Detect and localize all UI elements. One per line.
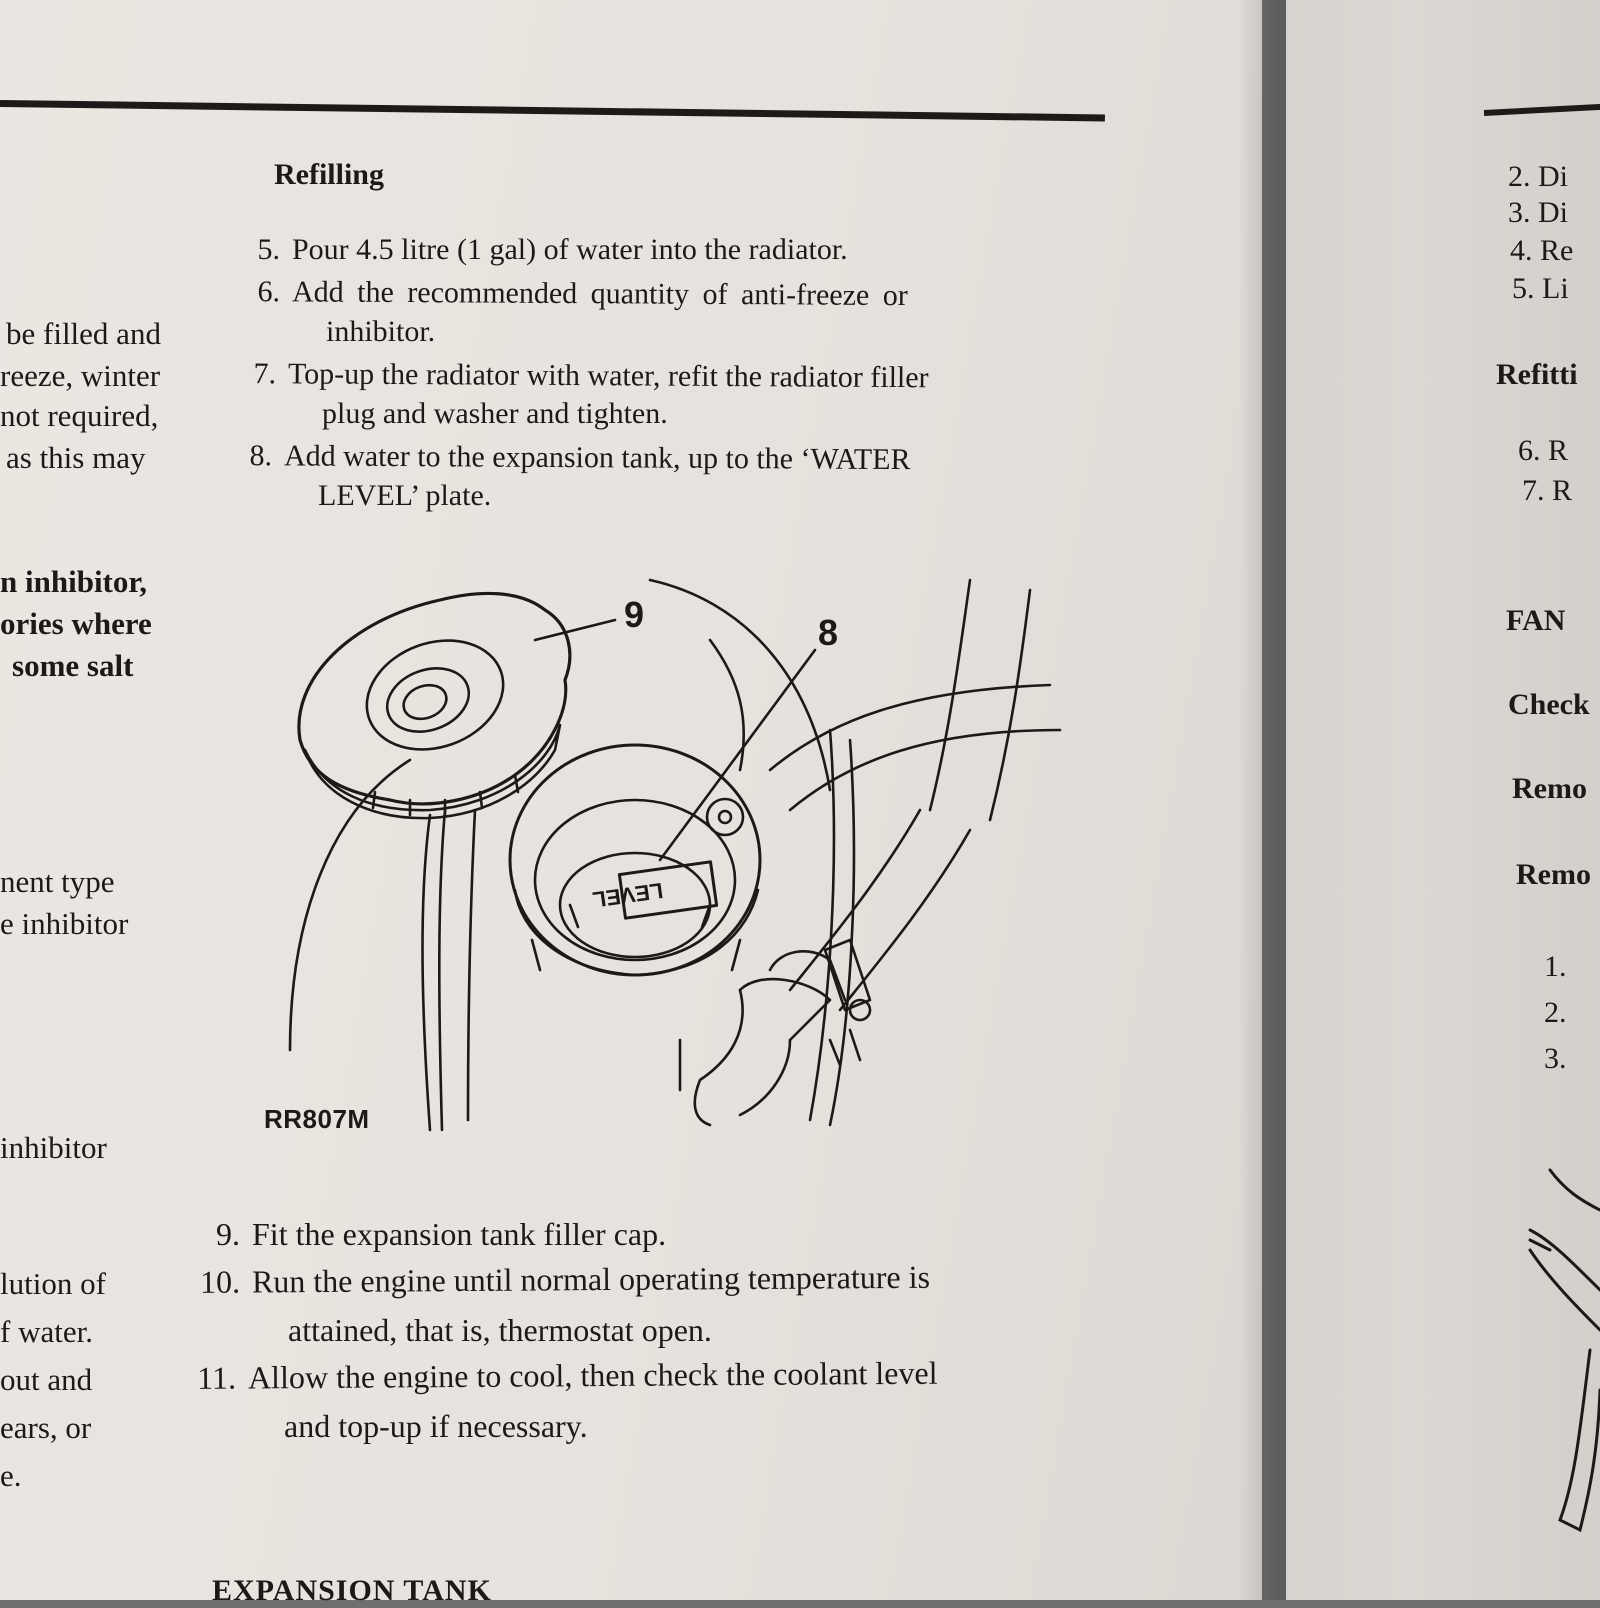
step-text: Top-up the radiator with water, refit th… (287, 357, 929, 395)
left-fragment: ears, or (0, 1410, 92, 1445)
step-6: 6. Add the recommended quantity of anti-f… (236, 272, 908, 316)
step-text: Fit the expansion tank filler cap. (252, 1216, 667, 1252)
step-9: 9. Fit the expansion tank filler cap. (196, 1214, 666, 1254)
right-fragment: FAN (1506, 604, 1566, 637)
figure-code: RR807M (264, 1104, 370, 1134)
right-fragment: 7. R (1522, 474, 1573, 507)
left-fragment: some salt (12, 648, 134, 683)
right-page-illustration (1528, 1168, 1600, 1533)
step-5: 5. Pour 4.5 litre (1 gal) of water into t… (236, 230, 848, 270)
left-fragment: as this may (6, 440, 146, 475)
step-8: 8. Add water to the expansion tank, up to… (228, 436, 911, 480)
callout-8: 8 (818, 612, 839, 653)
right-page (1286, 0, 1600, 1600)
right-fragment: Refitti (1496, 358, 1578, 391)
callout-8-leader (658, 648, 817, 862)
left-fragment: nent type (0, 864, 115, 899)
step-text: Pour 4.5 litre (1 gal) of water into the… (292, 233, 848, 266)
callout-9: 9 (624, 594, 645, 635)
step-7: 7. Top-up the radiator with water, refit … (232, 354, 929, 398)
right-fragment: 5. Li (1512, 272, 1569, 305)
step-11-cont: and top-up if necessary. (284, 1408, 588, 1444)
right-fragment: 1. (1544, 950, 1567, 983)
left-fragment: reeze, winter (0, 358, 161, 393)
step-number: 9. (216, 1216, 240, 1252)
step-number: 6. (257, 275, 281, 309)
left-fragment: not required, (0, 398, 159, 433)
step-text: Run the engine until normal operating te… (251, 1258, 931, 1300)
right-fragment: 3. Di (1508, 196, 1568, 229)
callout-9-leader (533, 618, 617, 642)
step-text: Add the recommended quantity of anti-fre… (291, 275, 908, 313)
step-number: 10. (199, 1263, 241, 1300)
book-gutter (1238, 0, 1286, 1600)
section-heading: Refilling (274, 158, 384, 191)
right-fragment: 2. Di (1508, 160, 1568, 193)
expansion-tank-illustration: LEVEL (288, 578, 1062, 1132)
left-fragment: f water. (0, 1314, 93, 1349)
filler-cap (297, 591, 572, 806)
right-fragment: 3. (1544, 1042, 1567, 1075)
right-fragment: 4. Re (1510, 234, 1574, 267)
tank-outline-arc (648, 578, 832, 792)
step-7-cont: plug and washer and tighten. (322, 397, 668, 430)
right-fragment: 6. R (1518, 434, 1569, 467)
left-fragment: be filled and (6, 316, 161, 351)
step-number: 8. (249, 439, 273, 473)
right-fragment: Remo (1512, 772, 1587, 805)
right-fragment: Check (1508, 688, 1590, 721)
left-fragment: out and (0, 1362, 93, 1397)
expansion-tank-heading: EXPANSION TANK (212, 1574, 492, 1607)
step-10-cont: attained, that is, thermostat open. (288, 1312, 712, 1348)
step-number: 11. (197, 1359, 237, 1396)
step-text: Allow the engine to cool, then check the… (247, 1354, 938, 1396)
left-fragment: inhibitor (0, 1130, 107, 1165)
step-10: 10. Run the engine until normal operating… (176, 1257, 930, 1302)
left-fragment: e inhibitor (0, 906, 129, 941)
step-text: Add water to the expansion tank, up to t… (283, 439, 911, 477)
step-11: 11. Allow the engine to cool, then check … (172, 1353, 938, 1398)
left-fragment: ories where (0, 606, 152, 641)
step-8-cont: LEVEL’ plate. (318, 479, 492, 512)
step-number: 7. (253, 357, 277, 391)
step-number: 5. (257, 233, 281, 266)
right-fragment: Remo (1516, 858, 1591, 891)
left-fragment: lution of (0, 1266, 106, 1301)
right-fragment: 2. (1544, 996, 1567, 1029)
left-fragment: n inhibitor, (0, 564, 148, 599)
left-fragment: e. (0, 1458, 22, 1493)
level-plate-text: LEVEL (591, 878, 665, 913)
step-6-cont: inhibitor. (326, 315, 436, 348)
